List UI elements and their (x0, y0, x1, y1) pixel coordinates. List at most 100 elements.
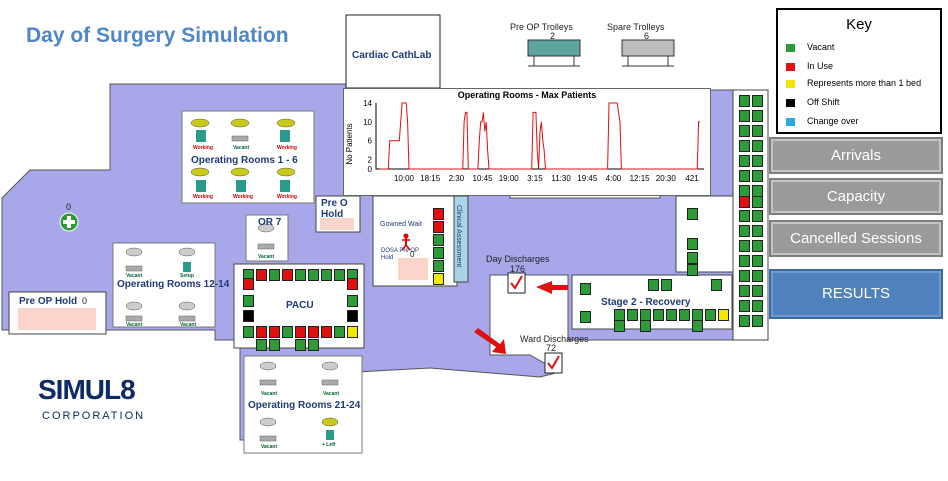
dosa-queue (398, 258, 428, 280)
bed-indicator (718, 309, 729, 321)
chart-xtick: 11:30 (551, 174, 571, 183)
bed-indicator (739, 300, 750, 312)
bed-indicator (739, 155, 750, 167)
chart-ytick: 0 (368, 165, 373, 174)
bed-indicator (256, 326, 267, 338)
recovery-corridor (675, 195, 735, 273)
bed-indicator (580, 311, 591, 323)
bed-indicator (752, 196, 763, 208)
or-table-icons (125, 135, 339, 442)
arrivals-button[interactable]: Arrivals (769, 137, 943, 174)
chart-title: Operating Rooms - Max Patients (458, 90, 597, 100)
chart-xtick: 10:00 (394, 174, 415, 183)
spare-trolleys-count: 6 (644, 31, 650, 41)
bed-indicator (295, 326, 306, 338)
bed-indicator (282, 269, 293, 281)
bed-indicator (711, 279, 722, 291)
pre-op-trolleys-label: Pre OP Trolleys (510, 22, 573, 32)
dosa-label: DOSA Pre OP Hold (381, 248, 420, 261)
bed-indicator (739, 95, 750, 107)
bed-indicator (653, 309, 664, 321)
or14b-status: Vacant (180, 322, 197, 328)
bed-indicator (752, 285, 763, 297)
pre-op-hold-mid-label: Pre O Hold (321, 198, 348, 220)
bed-indicator (648, 279, 659, 291)
or13-status: Setup (180, 273, 194, 279)
bed-indicator (739, 196, 750, 208)
bed-indicator (295, 339, 306, 351)
or-12-14-label: Operating Rooms 12-14 (117, 279, 230, 290)
key-item-in-use: In Use (786, 61, 833, 71)
bed-indicator (661, 279, 672, 291)
bed-indicator (752, 255, 763, 267)
chart-xtick: 19:00 (499, 174, 520, 183)
or-7-room (245, 214, 289, 262)
spare-trolley-icon (621, 39, 675, 67)
bed-indicator (752, 270, 763, 282)
chart-ytick: 14 (363, 99, 372, 108)
bed-indicator (739, 270, 750, 282)
or-equipment-icons (125, 118, 339, 427)
bed-indicator (308, 339, 319, 351)
or7-status: Vacant (258, 254, 275, 260)
bed-indicator (739, 110, 750, 122)
bed-indicator (334, 326, 345, 338)
key-item-vacant: Vacant (786, 42, 834, 52)
bed-indicator (752, 170, 763, 182)
bed-indicator (692, 320, 703, 332)
bed-indicator (308, 326, 319, 338)
bed-indicator (752, 155, 763, 167)
pre-op-trolley-icon (527, 39, 581, 67)
chart-series-line (380, 102, 700, 170)
bed-indicator (666, 309, 677, 321)
chart-ytick: 6 (368, 137, 373, 146)
bed-indicator (687, 208, 698, 220)
chart-xtick: 3:15 (527, 174, 543, 183)
bed-indicator (687, 252, 698, 264)
capacity-button[interactable]: Capacity (769, 178, 943, 215)
bed-indicator (433, 247, 444, 259)
ward-discharges-count: 72 (546, 343, 557, 353)
bed-indicator (687, 264, 698, 276)
results-button[interactable]: RESULTS (769, 269, 943, 319)
bed-indicator (614, 320, 625, 332)
chart-xtick: 18:15 (420, 174, 441, 183)
key-item-off-shift: Off Shift (786, 97, 839, 107)
bed-indicator (739, 210, 750, 222)
bed-indicator (739, 255, 750, 267)
day-discharges-count: 176 (510, 264, 526, 274)
bed-indicator (752, 110, 763, 122)
bed-indicator (739, 315, 750, 327)
or-max-patients-chart[interactable]: Operating Rooms - Max Patients No Patien… (343, 88, 711, 196)
key-swatch-change-over (786, 117, 795, 126)
cancelled-sessions-button[interactable]: Cancelled Sessions (769, 220, 943, 257)
bed-indicator (640, 320, 651, 332)
key-item-multi-bed: Represents more than 1 bed (786, 78, 921, 88)
bed-indicator (679, 309, 690, 321)
day-discharge-arrow-icon (536, 281, 568, 294)
key-label-change-over: Change over (807, 116, 859, 126)
bed-indicator (295, 269, 306, 281)
bed-indicator (752, 95, 763, 107)
or-1-6-label: Operating Rooms 1 - 6 (191, 155, 298, 166)
or-21-24-label: Operating Rooms 21-24 (248, 400, 361, 411)
bed-indicator (739, 285, 750, 297)
chart-xtick: 421 (685, 174, 699, 183)
bed-indicator (243, 278, 254, 290)
or12-status: Vacant (126, 273, 143, 279)
bed-indicator (433, 208, 444, 220)
bed-indicator (347, 295, 358, 307)
gowned-wait-label: Gowned Wait (380, 221, 422, 228)
day-discharges-label: Day Discharges (486, 254, 550, 264)
bed-indicator (433, 234, 444, 246)
key-label-multi-bed: Represents more than 1 bed (807, 78, 922, 88)
spare-trolleys-label: Spare Trolleys (607, 22, 665, 32)
or6-status: Working (277, 194, 297, 200)
key-swatch-multi-bed (786, 79, 795, 88)
bed-indicator (433, 221, 444, 233)
chart-xtick: 12:15 (630, 174, 651, 183)
chart-xtick: 10:45 (473, 174, 494, 183)
bed-indicator (705, 309, 716, 321)
bed-indicator (752, 240, 763, 252)
